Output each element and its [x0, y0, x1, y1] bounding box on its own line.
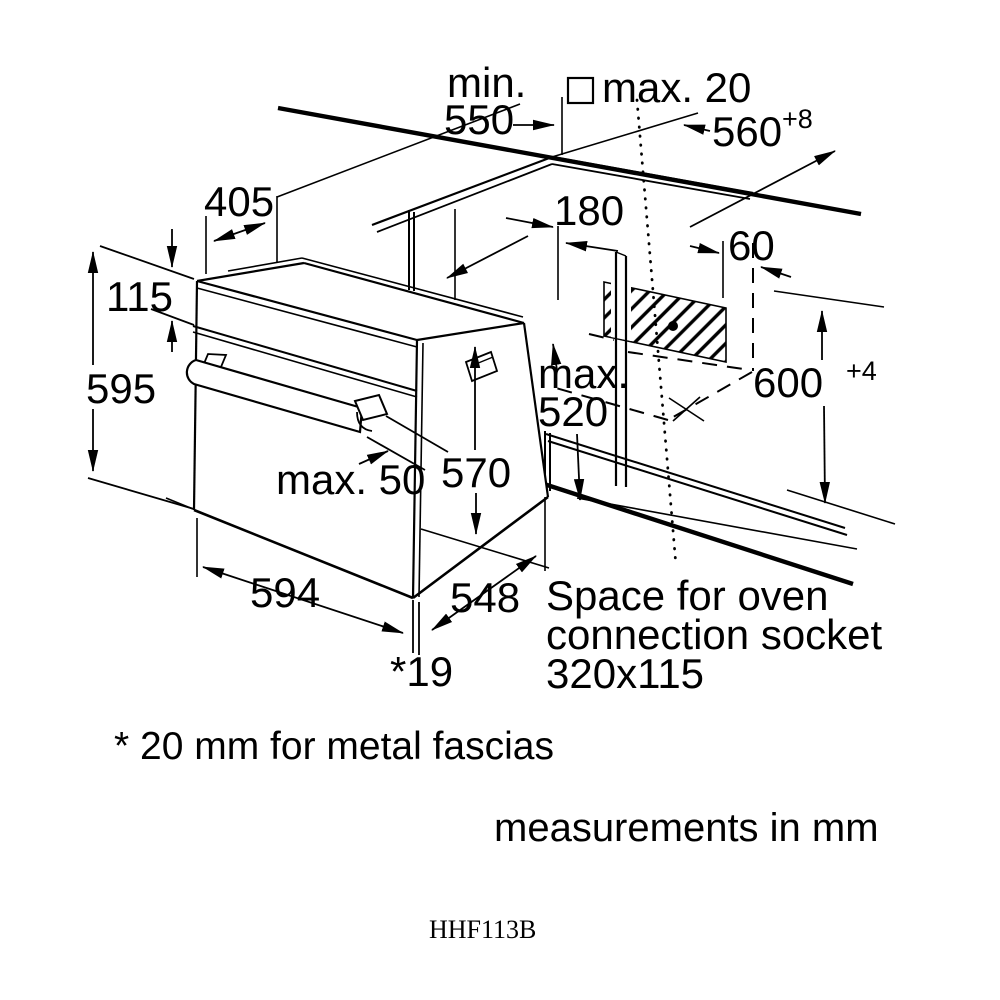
dim-405-line — [213, 222, 266, 242]
dim-180-line — [565, 241, 619, 252]
label-max-20: max. 20 — [602, 64, 751, 111]
dim-595-ext-bottom — [87, 477, 195, 510]
label-600-tolerance: +4 — [846, 356, 877, 386]
label-19: *19 — [390, 648, 453, 695]
model-code: HHF113B — [429, 915, 536, 944]
label-115: 115 — [106, 273, 173, 320]
oven-side-back-edge — [522, 322, 550, 498]
niche-floor-cross-2 — [672, 396, 701, 422]
label-600: 600 — [753, 359, 823, 406]
socket-note-line1: Space for oven — [546, 572, 829, 619]
niche-hidden-back-bottom — [627, 351, 751, 371]
niche-hidden-back-left — [588, 333, 615, 341]
label-560: 560 — [712, 108, 782, 155]
socket-hatch-area — [603, 281, 727, 363]
label-min: min. — [447, 59, 526, 106]
niche-hidden-floor-right — [667, 371, 753, 421]
dim-548-line — [431, 555, 537, 631]
control-panel-bottom-edge-inner — [192, 331, 418, 398]
dimensions — [87, 97, 896, 655]
cabinet-base-edge — [543, 481, 854, 587]
plinth-edge — [576, 497, 858, 550]
label-560-tolerance: +8 — [782, 104, 813, 134]
worktop-front-edge-left — [371, 155, 553, 227]
socket-point — [668, 321, 678, 331]
dim-560-arrow-left — [683, 124, 711, 135]
dim-600-ext-bottom — [786, 489, 896, 525]
oven-top-face — [197, 263, 524, 340]
square-symbol — [566, 76, 595, 105]
dim-560-ext-left — [551, 112, 699, 158]
dim-50-arrow — [358, 450, 389, 465]
oven-top-front-edge — [196, 279, 418, 342]
oven-side-face — [413, 323, 548, 598]
worktop-front-edge-right-inner — [551, 163, 751, 200]
oven — [185, 257, 550, 600]
socket-note-line2: connection socket — [546, 611, 883, 658]
handle-end-curve — [356, 411, 373, 432]
dim-594-line — [202, 566, 404, 634]
socket-note-line3: 320x115 — [546, 650, 704, 697]
oven-rear-rail-left — [227, 257, 303, 272]
oven-top-right-edge — [416, 321, 525, 342]
dim-560-arrow-right — [689, 150, 836, 228]
handle-bar — [185, 358, 364, 434]
units-note: measurements in mm — [494, 806, 879, 850]
control-panel-top-edge — [196, 287, 418, 348]
oven-right-front-edge-inner — [418, 342, 424, 598]
oven-right-front-edge — [411, 339, 419, 599]
label-520: 520 — [538, 388, 608, 435]
oven-top-left-edge — [196, 261, 305, 283]
dim-115-ext-bottom — [150, 308, 195, 326]
dim-550-arrow-front — [446, 235, 529, 279]
dim-50-ref-upper — [385, 415, 449, 453]
dim-520-arrow-up — [551, 343, 562, 371]
label-594: 594 — [250, 569, 320, 616]
label-60: 60 — [728, 222, 775, 269]
shelf-front-edge — [545, 433, 846, 529]
label-570: 570 — [441, 449, 511, 496]
shelf-front-edge-inner — [547, 440, 848, 536]
handle-bracket-right — [353, 393, 389, 422]
dim-60-arrow-left — [689, 243, 720, 254]
dim-60-arrow-right — [760, 266, 792, 279]
label-max-50: max. 50 — [276, 456, 425, 503]
label-548: 548 — [450, 574, 520, 621]
oven-left-edge — [192, 280, 199, 511]
worktop-front-edge-right — [551, 155, 754, 195]
control-panel-bottom-edge — [192, 325, 418, 392]
oven-rear-rail-back — [301, 257, 524, 318]
label-595: 595 — [86, 365, 156, 412]
oven-front-face — [194, 281, 417, 598]
oven-top-back-edge — [303, 261, 525, 325]
worktop-structure — [277, 76, 862, 291]
niche-hidden-floor-front — [555, 387, 669, 421]
dim-50-ref-lower — [366, 436, 426, 471]
label-405: 405 — [204, 178, 274, 225]
cabinet-panel-top — [615, 251, 627, 257]
dim-600-ext-top — [773, 290, 885, 308]
label-180: 180 — [554, 187, 624, 234]
dim-595-ext-top — [99, 245, 195, 280]
worktop-front-edge-left-inner — [376, 163, 553, 233]
label-max: max. — [538, 350, 629, 397]
dim-520-arrow-down — [573, 433, 585, 501]
dim-180-leader — [505, 217, 554, 229]
panel-gap — [611, 280, 631, 341]
labels: min. 550 max. 20 560 +8 405 115 595 180 … — [86, 59, 883, 944]
label-550: 550 — [444, 96, 514, 143]
dim-600-line-bottom — [819, 405, 830, 504]
dim-405-ext-diagonal — [276, 103, 521, 198]
socket-center-dotted-line — [635, 98, 678, 568]
fascia-footnote: * 20 mm for metal fascias — [114, 725, 554, 768]
